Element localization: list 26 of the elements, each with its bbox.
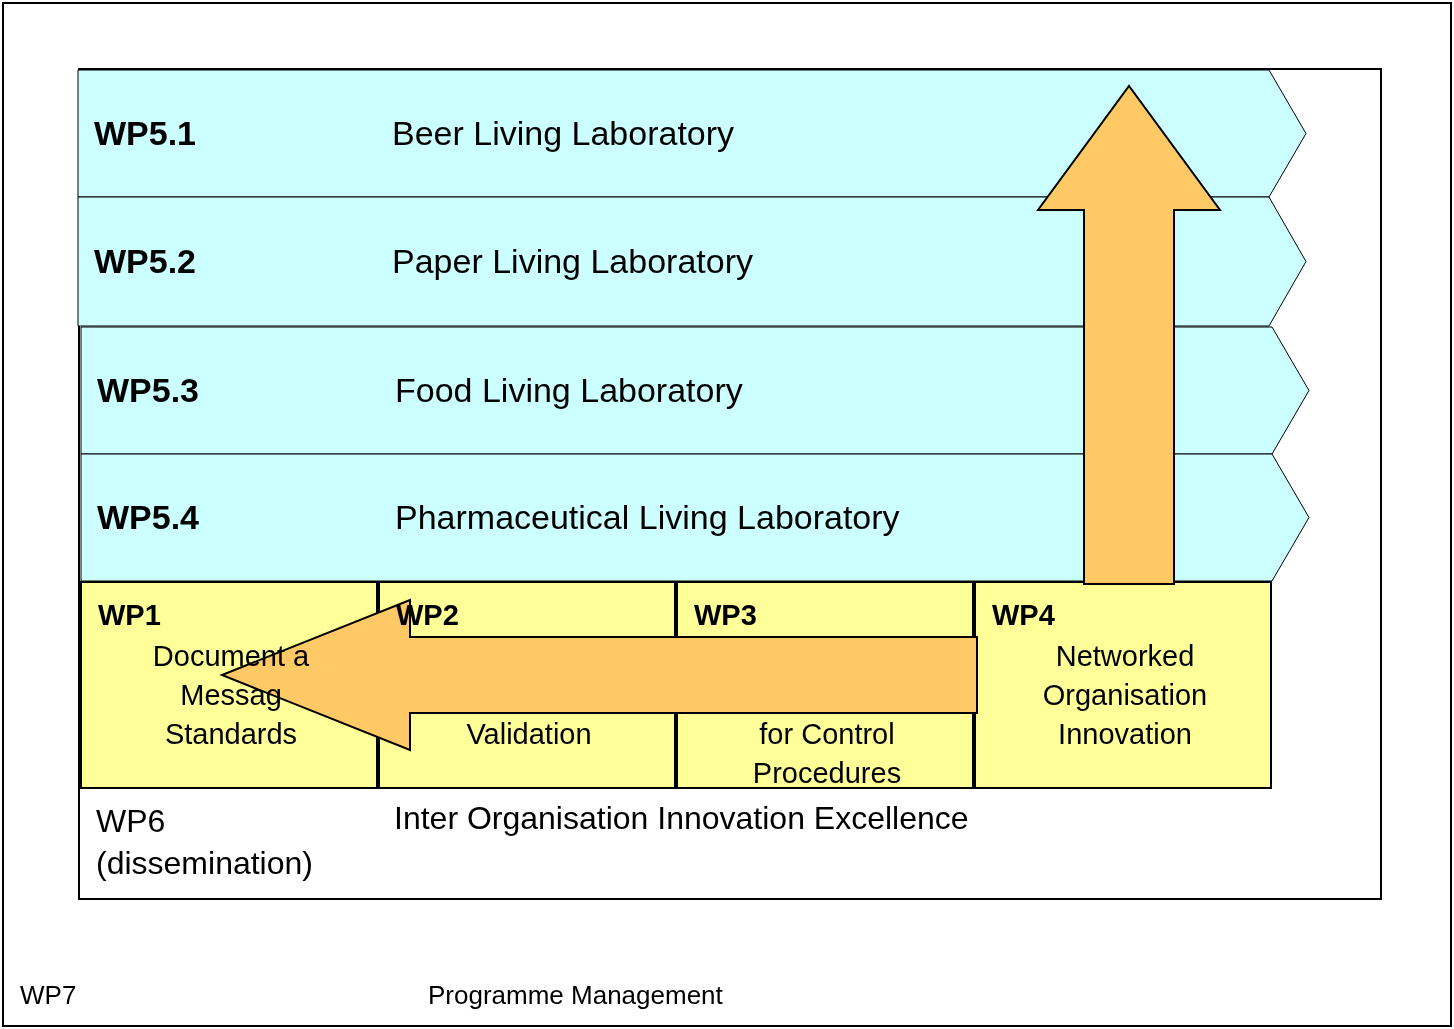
package-label: WP7 (20, 980, 77, 1011)
package-title: Validation (465, 717, 593, 752)
package-title: Inter Organisation Innovation Excellence (394, 800, 969, 837)
chevron-band (81, 327, 1309, 454)
package-title: Programme Management (428, 980, 723, 1011)
package-title: Networked Organisation Innovation (1041, 639, 1209, 752)
package-label: WP5.1 (94, 113, 197, 153)
package-label: WP5.4 (97, 497, 200, 537)
package-label: WP5.2 (94, 241, 197, 281)
chevron-band (81, 454, 1309, 581)
package-label: WP5.3 (97, 370, 200, 410)
package-title: Pharmaceutical Living Laboratory (395, 497, 900, 537)
package-label: WP1 (98, 599, 161, 632)
inner-frame (78, 68, 1382, 900)
block-arrow (219, 598, 978, 752)
chevron-band (78, 70, 1306, 197)
package-title: for Control Procedures (751, 717, 903, 791)
package-cell (974, 581, 1272, 789)
block-arrow (1036, 84, 1222, 585)
chevron-band (78, 197, 1306, 326)
package-title: Paper Living Laboratory (392, 241, 753, 281)
package-label: WP6 (dissemination) (96, 802, 314, 883)
package-title: Beer Living Laboratory (392, 113, 735, 153)
package-label: WP3 (694, 599, 757, 632)
package-title: Food Living Laboratory (395, 370, 743, 410)
package-label: WP4 (992, 599, 1055, 632)
